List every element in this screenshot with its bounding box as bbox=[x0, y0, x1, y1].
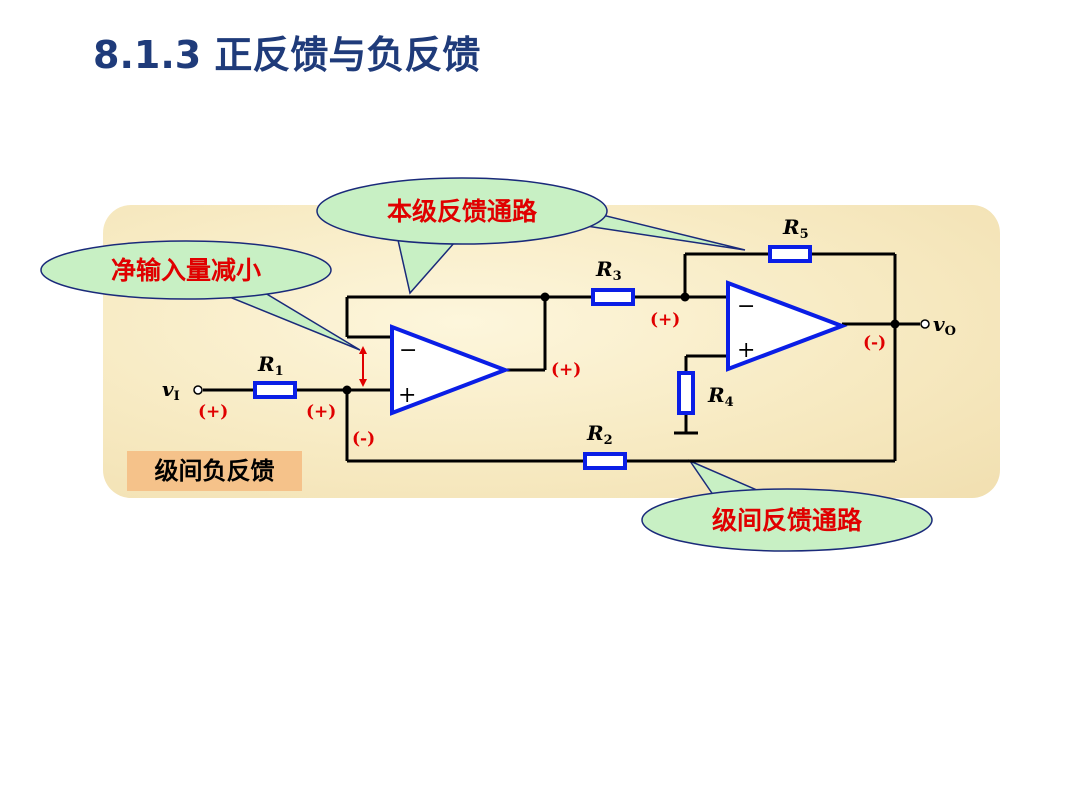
junction-dot bbox=[540, 292, 550, 302]
interstage-negative-feedback-tag: 级间负反馈 bbox=[154, 457, 275, 485]
polarity-output: (-) bbox=[863, 333, 886, 353]
junction-dot bbox=[342, 385, 352, 395]
output-terminal bbox=[920, 319, 930, 329]
label-r3: R3 bbox=[595, 257, 622, 284]
junction-dot bbox=[680, 292, 690, 302]
polarity-feedback-node: (-) bbox=[352, 429, 375, 449]
resistor-r5 bbox=[768, 245, 812, 263]
opamp1-plus-sign: + bbox=[398, 383, 416, 408]
tag-background bbox=[127, 451, 302, 491]
callout-local-feedback-bubble bbox=[316, 177, 608, 245]
resistor-r3 bbox=[591, 288, 635, 306]
resistor-r1 bbox=[253, 381, 297, 399]
label-r1: R1 bbox=[257, 352, 284, 379]
callout-interstage-bubble bbox=[641, 488, 933, 552]
opamp1-minus-sign: − bbox=[399, 338, 417, 363]
callout-local-feedback-tail bbox=[397, 239, 457, 295]
callout-interstage-text: 级间反馈通路 bbox=[712, 506, 863, 535]
label-vi: vI bbox=[162, 377, 180, 404]
opamp-1 bbox=[390, 324, 511, 416]
junction-dot bbox=[890, 319, 900, 329]
page-title: 8.1.3 正反馈与负反馈 bbox=[93, 33, 481, 77]
opamp-2 bbox=[726, 280, 848, 372]
callout-local-feedback: 本级反馈通路 bbox=[316, 177, 746, 295]
callout-net-input-text: 净输入量减小 bbox=[111, 256, 261, 285]
polarity-input: (+) bbox=[198, 402, 228, 422]
callout-local-feedback-text: 本级反馈通路 bbox=[387, 197, 538, 226]
callout-interstage: 级间反馈通路 bbox=[641, 459, 933, 552]
net-input-arrow bbox=[359, 346, 367, 387]
label-r4: R4 bbox=[707, 383, 734, 410]
polarity-opamp2-inv: (+) bbox=[650, 310, 680, 330]
polarity-noninv-node: (+) bbox=[306, 402, 336, 422]
opamp2-minus-sign: − bbox=[737, 294, 755, 319]
label-r2: R2 bbox=[586, 421, 613, 448]
callout-net-input: 净输入量减小 bbox=[40, 240, 361, 351]
resistor-r2 bbox=[583, 452, 627, 470]
label-r5: R5 bbox=[782, 215, 809, 242]
input-terminal bbox=[193, 385, 203, 395]
callout-net-input-bubble bbox=[40, 240, 332, 300]
opamp2-plus-sign: + bbox=[737, 338, 755, 363]
resistor-r4 bbox=[677, 371, 695, 415]
label-vo: vO bbox=[933, 312, 956, 339]
polarity-opamp1-out: (+) bbox=[551, 360, 581, 380]
